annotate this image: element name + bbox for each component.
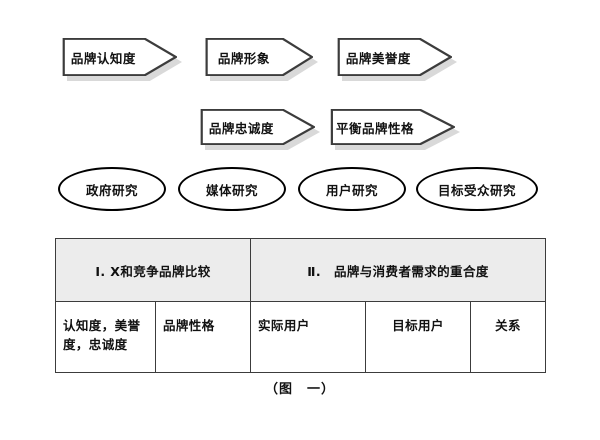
arrow-label: 平衡品牌性格 <box>335 120 414 136</box>
ellipse-label: 媒体研究 <box>205 182 258 198</box>
ellipse-media-research[interactable]: 媒体研究 <box>178 167 286 211</box>
arrow-label: 品牌美誉度 <box>345 50 411 66</box>
ellipse-label: 用户研究 <box>325 182 378 198</box>
cell-text: 认知度，美誉度，忠诚度 <box>63 318 141 353</box>
cell-text: 关系 <box>495 318 521 333</box>
arrow-outline <box>330 109 455 145</box>
arrow-outline <box>337 38 452 76</box>
table-cell-relationship: 关系 <box>470 301 547 373</box>
table-cell-target-users: 目标用户 <box>365 301 472 373</box>
cell-text: 目标用户 <box>392 318 444 333</box>
arrow-brand-reputation[interactable]: 品牌美誉度 <box>337 38 457 81</box>
arrow-label: 品牌认知度 <box>70 50 136 66</box>
arrow-balanced-brand-personality[interactable]: 平衡品牌性格 <box>330 109 460 150</box>
table-cell-brand-personality: 品牌性格 <box>154 301 252 373</box>
ellipse-target-audience-research[interactable]: 目标受众研究 <box>416 167 538 211</box>
arrow-outline <box>200 109 315 145</box>
table-header-cell-section-1: Ⅰ. X和竞争品牌比较 <box>54 238 252 302</box>
arrow-brand-awareness[interactable]: 品牌认知度 <box>62 38 182 81</box>
cell-text: 实际用户 <box>258 318 310 333</box>
table-row: 认知度，美誉度，忠诚度 品牌性格 实际用户 目标用户 关系 <box>55 301 547 373</box>
arrow-outline <box>62 38 177 76</box>
arrow-label: 品牌形象 <box>217 50 270 66</box>
arrow-brand-image[interactable]: 品牌形象 <box>205 38 318 81</box>
figure-caption: （图 一） <box>264 382 335 397</box>
cell-text: 品牌性格 <box>163 318 215 333</box>
ellipse-label: 目标受众研究 <box>437 182 516 198</box>
ellipse-user-research[interactable]: 用户研究 <box>298 167 406 211</box>
arrow-brand-loyalty[interactable]: 品牌忠诚度 <box>200 109 320 150</box>
ellipse-label: 政府研究 <box>85 182 138 198</box>
table-cell-actual-users: 实际用户 <box>250 301 367 373</box>
table-header-cell-section-2: Ⅱ. 品牌与消费者需求的重合度 <box>250 238 547 302</box>
table-header-row: Ⅰ. X和竞争品牌比较 Ⅱ. 品牌与消费者需求的重合度 <box>54 238 547 302</box>
table-cell-awareness-reputation-loyalty: 认知度，美誉度，忠诚度 <box>55 301 156 373</box>
arrow-outline <box>205 38 313 76</box>
matrix-table: Ⅰ. X和竞争品牌比较 Ⅱ. 品牌与消费者需求的重合度 认知度，美誉度，忠诚度 … <box>54 238 547 373</box>
ellipse-government-research[interactable]: 政府研究 <box>58 167 166 211</box>
arrow-label: 品牌忠诚度 <box>208 120 274 136</box>
